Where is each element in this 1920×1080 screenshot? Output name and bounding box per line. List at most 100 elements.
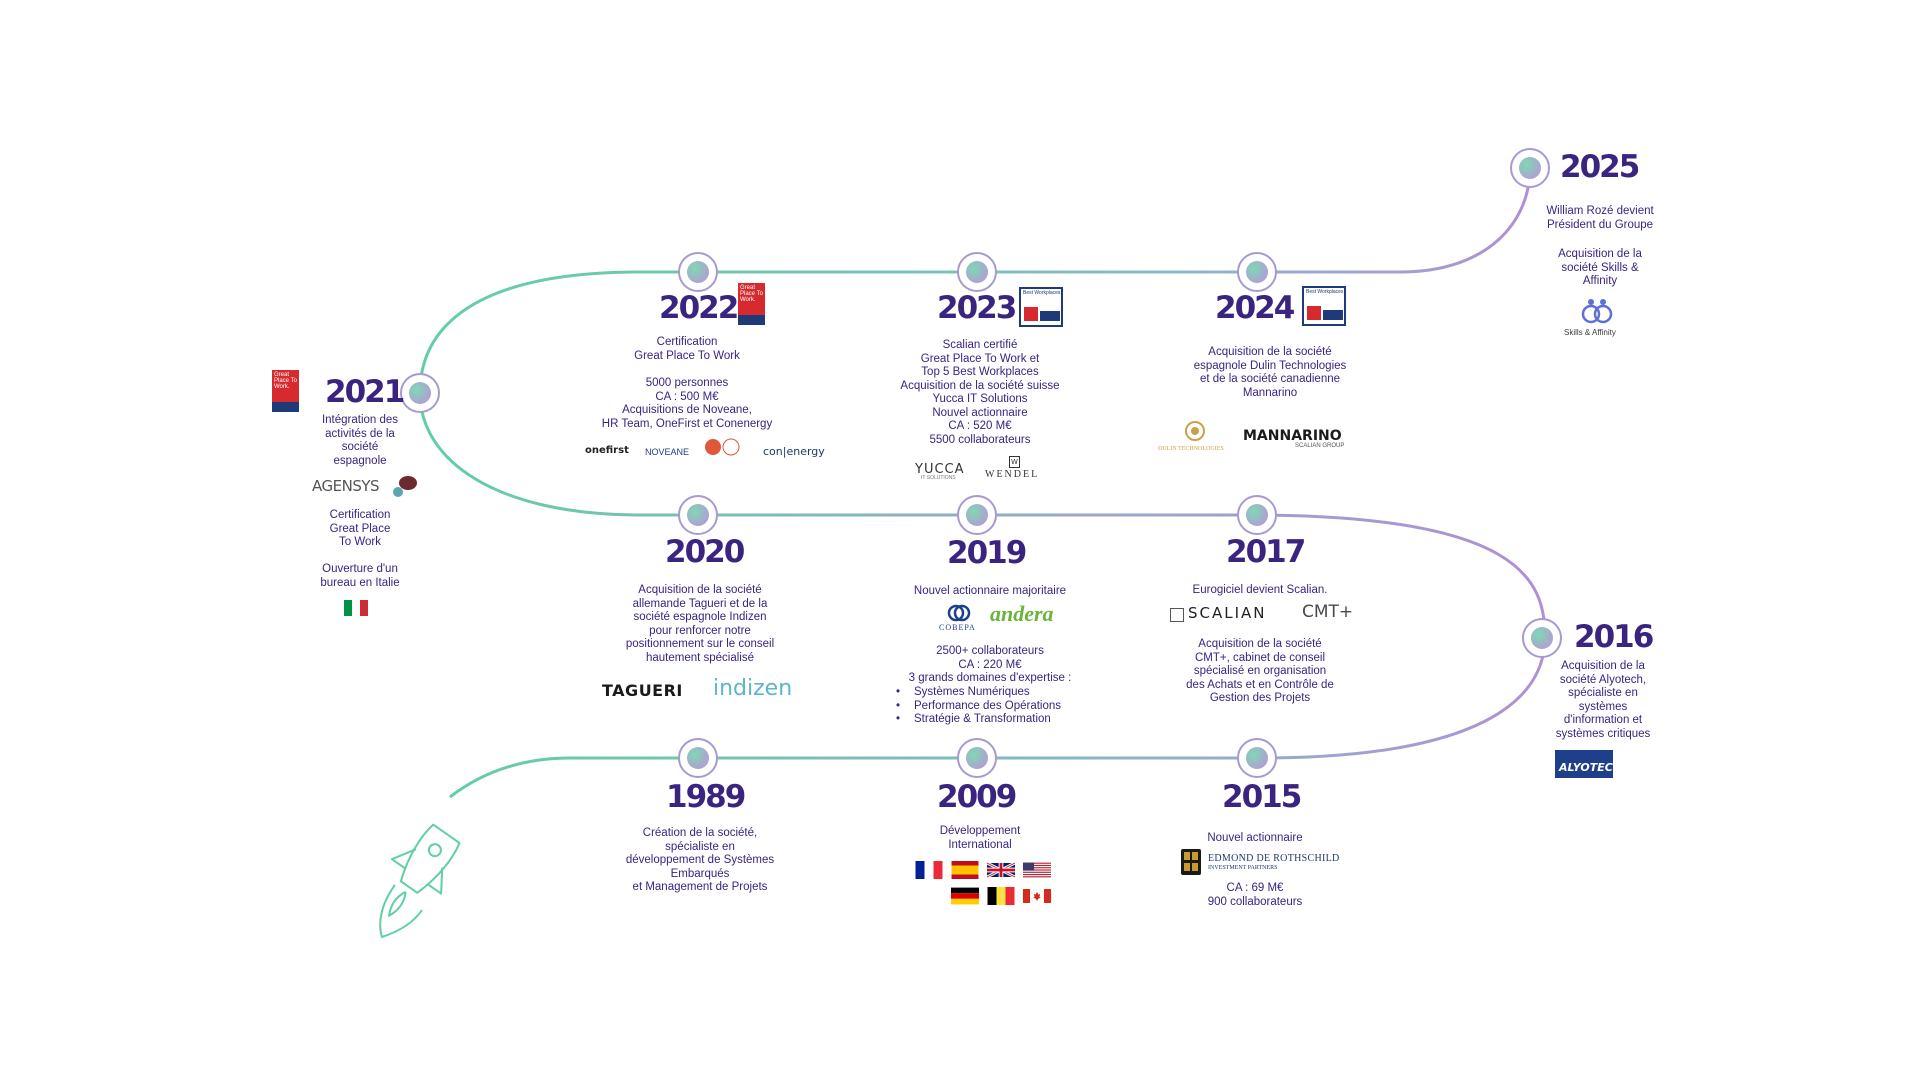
conenergy-name: con|energy	[763, 445, 825, 458]
year-2022: 2022	[659, 290, 739, 326]
agensys-logo: AGENSYS	[312, 476, 417, 497]
cmt-name: CMT+	[1302, 602, 1354, 622]
hrteam-logo-icon	[705, 438, 740, 456]
year-2017: 2017	[1226, 534, 1306, 570]
text-line: 3 grands domaines d'expertise :	[908, 672, 1072, 684]
skills-affinity-logo: Skills & Affinity	[1562, 298, 1632, 340]
dulin-name: DULIN TECHNOLOGIES	[1158, 446, 1224, 452]
timeline-node-dot	[966, 504, 988, 526]
text-line: des Achats et en Contrôle de	[1186, 678, 1334, 691]
text-line: systèmes critiques	[1555, 727, 1651, 740]
text-line: CMT+, cabinet de conseil	[1194, 651, 1326, 664]
year-2020: 2020	[665, 534, 745, 570]
canada-flag-icon	[1023, 889, 1051, 903]
text-line: Great Place To Work	[634, 349, 740, 362]
milestone-2021-desc2: Certification Great Place To Work	[300, 509, 420, 550]
milestone-2022-desc: Certification Great Place To Work	[587, 336, 787, 363]
text-line: systèmes	[1578, 700, 1628, 713]
rothschild-crest-icon	[1181, 849, 1201, 875]
expertise-list: Systèmes Numériques Performance des Opér…	[892, 686, 1061, 727]
badge-red-block	[1307, 306, 1321, 320]
list-item: Stratégie & Transformation	[892, 713, 1061, 727]
milestone-2017-desc: Eurogiciel devient Scalian.	[1160, 584, 1360, 598]
milestone-2020-desc: Acquisition de la société allemande Tagu…	[600, 584, 800, 665]
text-line: et Management de Projets	[632, 881, 768, 893]
text-line: CA : 220 M€	[958, 658, 1022, 671]
milestone-1989-desc: Création de la société, spécialiste en d…	[590, 827, 810, 895]
text-line: d'information et	[1563, 714, 1643, 726]
text-line: Acquisition de la société	[638, 584, 762, 596]
france-flag-icon	[915, 861, 943, 879]
year-2016: 2016	[1574, 619, 1654, 655]
timeline-node-dot	[1531, 627, 1553, 649]
tagueri-name: TAGUERI	[602, 681, 683, 700]
skills-affinity-mark-icon	[1581, 299, 1613, 324]
text-line: Nouvel actionnaire majoritaire	[913, 585, 1067, 597]
milestone-2022-desc2: 5000 personnes CA : 500 M€ Acquisitions …	[587, 377, 787, 431]
noveane-logo: NOVEANE	[645, 442, 689, 458]
gptw-badge-icon: Great Place To Work.	[738, 283, 765, 325]
timeline-node-dot	[966, 261, 988, 283]
timeline-nodes	[400, 148, 1562, 778]
text-line: International	[948, 838, 1012, 851]
milestone-2017-desc2: Acquisition de la société CMT+, cabinet …	[1160, 638, 1360, 706]
text-line: Affinity	[1582, 275, 1618, 287]
list-item: Systèmes Numériques	[892, 686, 1061, 700]
mannarino-sub: SCALIAN GROUP	[1295, 443, 1345, 449]
text-line: société Alyotech,	[1559, 673, 1647, 686]
milestone-2015-desc: Nouvel actionnaire	[1175, 832, 1335, 846]
yucca-name: YUCCA	[915, 462, 965, 477]
yucca-sub: IT SOLUTIONS	[921, 475, 956, 481]
year-2019: 2019	[947, 535, 1027, 571]
text-line: Acquisition de la société suisse	[900, 379, 1060, 392]
text-line: Certification	[329, 509, 391, 521]
year-2009: 2009	[937, 779, 1017, 815]
text-line: Acquisitions de Noveane,	[622, 404, 752, 416]
cobepa-mark-icon	[947, 604, 971, 622]
milestone-2023-desc: Scalian certifié Great Place To Work et …	[870, 339, 1090, 447]
scalian-mark-icon	[1170, 608, 1184, 622]
rothschild-name: EDMOND DE ROTHSCHILD	[1208, 853, 1340, 864]
text-line: Nouvel actionnaire	[1207, 832, 1303, 844]
text-line: Création de la société,	[642, 827, 758, 839]
indizen-logo: indizen	[713, 678, 792, 700]
year-2024: 2024	[1215, 290, 1295, 326]
alyotech-name: ALYOTECH	[1559, 761, 1623, 774]
gptw-badge-icon: Great Place To Work.	[272, 370, 299, 412]
onefirst-name: onefirst	[585, 445, 629, 456]
text-line: Great Place	[329, 522, 391, 535]
text-line: espagnole	[333, 454, 387, 467]
text-line: société espagnole Indizen	[633, 611, 767, 623]
milestone-2009-desc: Développement International	[900, 825, 1060, 852]
text-line: Certification	[656, 336, 718, 348]
text-line: Gestion des Projets	[1209, 692, 1311, 704]
andera-logo: andera	[990, 603, 1054, 625]
usa-flag-icon	[1023, 862, 1051, 878]
timeline-node-dot	[409, 382, 431, 404]
scalian-name: SCALIAN	[1188, 604, 1267, 622]
italy-flag-icon	[344, 600, 368, 616]
spain-flag-icon	[951, 861, 979, 879]
milestone-2025-desc2: Acquisition de la société Skills & Affin…	[1530, 248, 1670, 289]
noveane-name: NOVEANE	[645, 447, 690, 457]
list-item: Performance des Opérations	[892, 700, 1061, 714]
milestone-2019-desc: Nouvel actionnaire majoritaire	[890, 585, 1090, 599]
timeline-node-dot	[1246, 504, 1268, 526]
tagueri-logo: TAGUERI	[602, 683, 683, 699]
text-line: 900 collaborateurs	[1207, 895, 1303, 908]
text-line: Acquisition de la	[1561, 660, 1645, 672]
milestone-2021-desc: Intégration des activités de la société …	[300, 414, 420, 468]
uk-flag-icon	[987, 861, 1015, 879]
year-1989: 1989	[666, 779, 746, 815]
timeline-node-dot	[1246, 747, 1268, 769]
milestone-2024-desc: Acquisition de la société espagnole Duli…	[1160, 346, 1380, 400]
text-line: Acquisition de la société	[1198, 638, 1322, 650]
wendel-name: WENDEL	[985, 469, 1040, 480]
wendel-mark-icon: W	[1009, 456, 1020, 468]
best-workplaces-badge-icon: Best Workplaces	[1302, 286, 1346, 326]
belgium-flag-icon	[987, 887, 1015, 905]
alyotech-logo: ALYOTECH	[1555, 750, 1622, 778]
agensys-mark-icon	[393, 476, 417, 497]
cobepa-name: COBEPA	[939, 623, 976, 632]
text-line: bureau en Italie	[320, 576, 400, 589]
